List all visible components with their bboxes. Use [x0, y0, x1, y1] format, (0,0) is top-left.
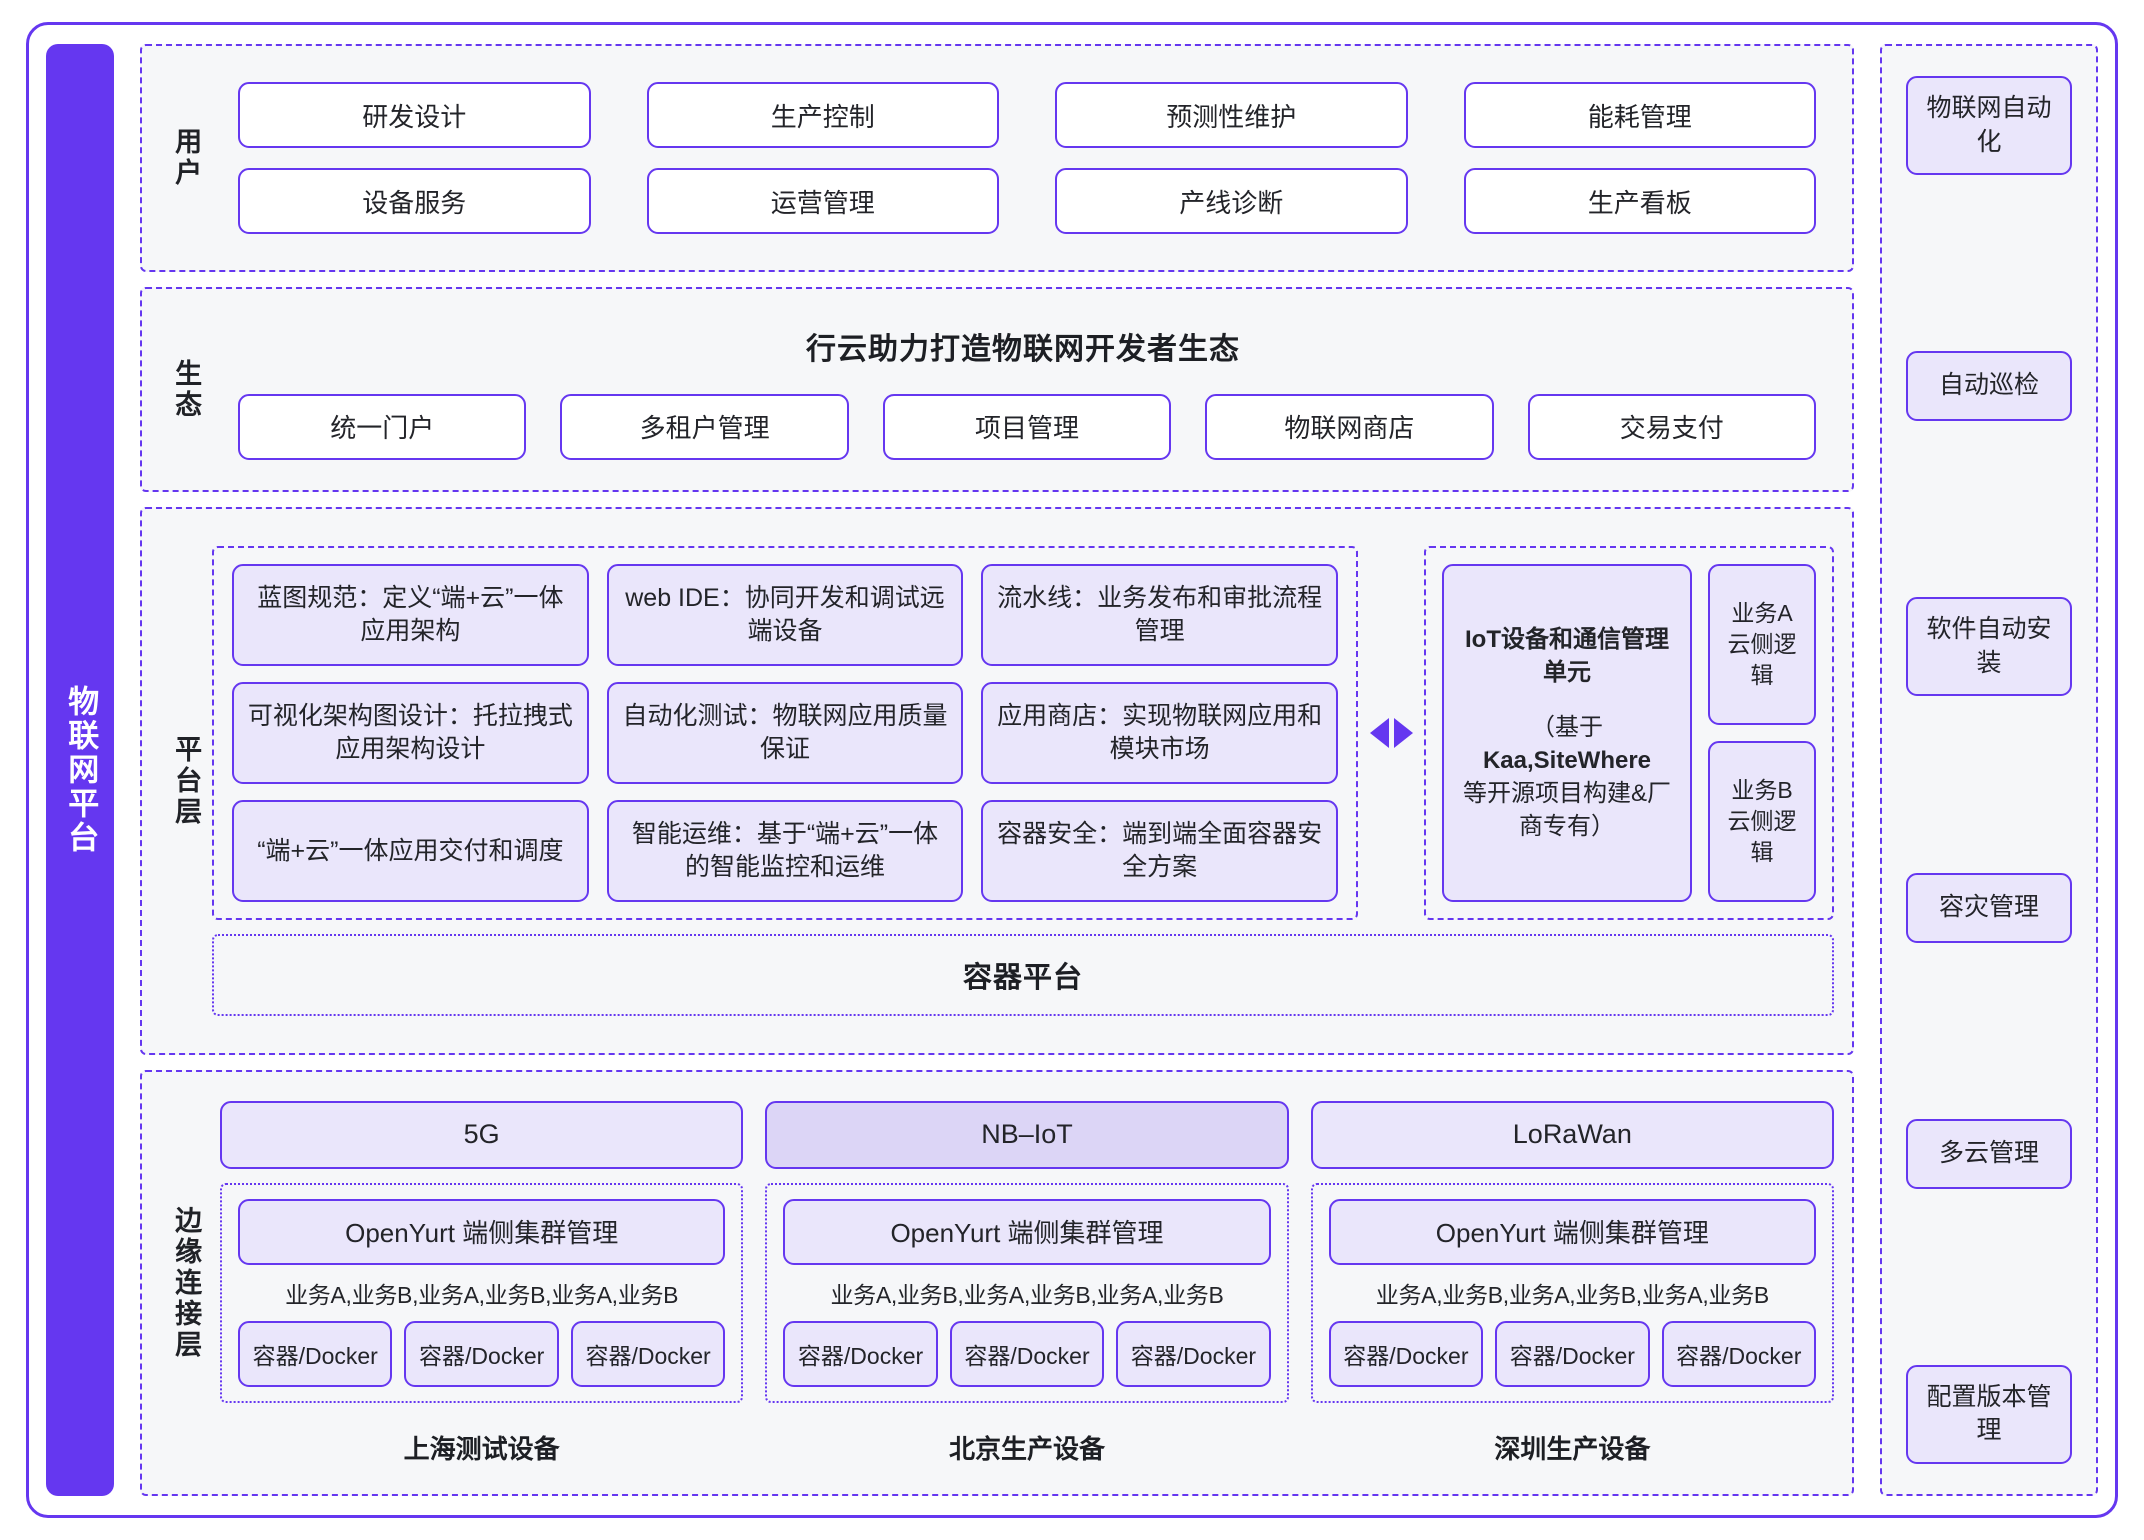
- edge-columns: 5G OpenYurt 端侧集群管理 业务A,业务B,业务A,业务B,业务A,业…: [212, 1100, 1834, 1466]
- cloud-logic-card[interactable]: 业务B云侧逻辑: [1708, 741, 1816, 902]
- ecosystem-title: 行云助力打造物联网开发者生态: [806, 332, 1240, 366]
- container-row: 容器/Docker 容器/Docker 容器/Docker: [1328, 1320, 1816, 1387]
- platform-card[interactable]: 容器安全：端到端全面容器安全方案: [981, 800, 1338, 902]
- iot-unit-subtitle: （基于 Kaa,SiteWhere 等开源项目构建&厂商专有）: [1454, 711, 1680, 843]
- container-card[interactable]: 容器/Docker: [1661, 1320, 1816, 1387]
- ecosystem-item[interactable]: 项目管理: [882, 393, 1172, 460]
- triangle-right-icon: [1393, 718, 1413, 748]
- container-card[interactable]: 容器/Docker: [238, 1320, 393, 1387]
- network-pill[interactable]: LoRaWan: [1310, 1100, 1834, 1169]
- triangle-left-icon: [1369, 718, 1389, 748]
- container-row: 容器/Docker 容器/Docker 容器/Docker: [783, 1320, 1271, 1387]
- right-rail-item[interactable]: 配置版本管理: [1906, 1364, 2072, 1464]
- user-band: 用户 研发设计 生产控制 预测性维护 能耗管理 设备服务 运营管理 产线诊断 生…: [140, 44, 1854, 272]
- ecosystem-items-grid: 统一门户 多租户管理 项目管理 物联网商店 交易支付: [212, 393, 1834, 460]
- user-item[interactable]: 运营管理: [646, 168, 999, 234]
- platform-card[interactable]: 流水线：业务发布和审批流程管理: [981, 564, 1338, 666]
- edge-column: LoRaWan OpenYurt 端侧集群管理 业务A,业务B,业务A,业务B,…: [1310, 1100, 1834, 1466]
- container-card[interactable]: 容器/Docker: [783, 1320, 938, 1387]
- platform-card[interactable]: “端+云”一体应用交付和调度: [232, 800, 589, 902]
- user-items-grid: 研发设计 生产控制 预测性维护 能耗管理 设备服务 运营管理 产线诊断 生产看板: [212, 82, 1834, 234]
- container-card[interactable]: 容器/Docker: [949, 1320, 1105, 1387]
- iot-management-group: IoT设备和通信管理单元 （基于 Kaa,SiteWhere 等开源项目构建&厂…: [1424, 546, 1834, 920]
- iot-unit-sub-post: 等开源项目构建&厂商专有）: [1462, 780, 1671, 841]
- device-box: OpenYurt 端侧集群管理 业务A,业务B,业务A,业务B,业务A,业务B …: [1310, 1182, 1834, 1403]
- openyurt-cluster-pill[interactable]: OpenYurt 端侧集群管理: [238, 1198, 726, 1265]
- user-item[interactable]: 能耗管理: [1463, 82, 1816, 148]
- platform-card[interactable]: 智能运维：基于“端+云”一体的智能监控和运维: [606, 800, 964, 902]
- container-card[interactable]: 容器/Docker: [1328, 1320, 1484, 1387]
- service-list: 业务A,业务B,业务A,业务B,业务A,业务B: [285, 1281, 679, 1308]
- ecosystem-band: 生态 行云助力打造物联网开发者生态 统一门户 多租户管理 项目管理 物联网商店 …: [140, 287, 1854, 492]
- user-item[interactable]: 生产看板: [1463, 168, 1816, 234]
- ecosystem-item[interactable]: 交易支付: [1527, 393, 1816, 460]
- container-card[interactable]: 容器/Docker: [1116, 1320, 1271, 1387]
- device-caption: 北京生产设备: [948, 1433, 1105, 1464]
- openyurt-cluster-pill[interactable]: OpenYurt 端侧集群管理: [1328, 1198, 1816, 1265]
- container-card[interactable]: 容器/Docker: [404, 1320, 559, 1387]
- edge-band-label: 边缘连接层: [171, 1205, 202, 1361]
- platform-band: 平台层 蓝图规范：定义“端+云”一体应用架构 web IDE：协同开发和调试远端…: [140, 507, 1854, 1055]
- left-rail-label: 物联网平台: [63, 685, 99, 855]
- cloud-logic-card[interactable]: 业务A云侧逻辑: [1708, 564, 1816, 725]
- iot-unit-sub-bold: Kaa,SiteWhere: [1482, 747, 1652, 774]
- ecosystem-item[interactable]: 统一门户: [238, 393, 527, 460]
- platform-card[interactable]: 应用商店：实现物联网应用和模块市场: [981, 682, 1338, 784]
- outer-frame: [26, 22, 2118, 1518]
- iot-management-unit[interactable]: IoT设备和通信管理单元 （基于 Kaa,SiteWhere 等开源项目构建&厂…: [1442, 564, 1692, 902]
- iot-unit-title: IoT设备和通信管理单元: [1465, 625, 1669, 686]
- service-list: 业务A,业务B,业务A,业务B,业务A,业务B: [830, 1281, 1224, 1308]
- user-band-label: 用户: [171, 127, 202, 189]
- edge-column: 5G OpenYurt 端侧集群管理 业务A,业务B,业务A,业务B,业务A,业…: [220, 1100, 744, 1466]
- right-rail-item[interactable]: 容灾管理: [1906, 872, 2072, 943]
- user-item[interactable]: 设备服务: [238, 168, 591, 234]
- user-item[interactable]: 研发设计: [238, 82, 591, 148]
- device-box: OpenYurt 端侧集群管理 业务A,业务B,业务A,业务B,业务A,业务B …: [220, 1182, 744, 1403]
- right-rail-item[interactable]: 多云管理: [1906, 1118, 2072, 1189]
- device-box: OpenYurt 端侧集群管理 业务A,业务B,业务A,业务B,业务A,业务B …: [765, 1182, 1289, 1403]
- bidirectional-connector: [1358, 546, 1424, 920]
- user-item[interactable]: 预测性维护: [1055, 82, 1408, 148]
- platform-band-label: 平台层: [171, 734, 202, 828]
- ecosystem-item[interactable]: 物联网商店: [1205, 393, 1494, 460]
- user-item[interactable]: 生产控制: [646, 82, 999, 148]
- right-rail-item[interactable]: 软件自动安装: [1906, 597, 2072, 697]
- ecosystem-item[interactable]: 多租户管理: [560, 393, 849, 460]
- platform-card[interactable]: web IDE：协同开发和调试远端设备: [606, 564, 964, 666]
- platform-card[interactable]: 可视化架构图设计：托拉拽式应用架构设计: [232, 682, 589, 784]
- platform-card[interactable]: 蓝图规范：定义“端+云”一体应用架构: [232, 564, 589, 666]
- container-platform-bar[interactable]: 容器平台: [212, 934, 1834, 1016]
- container-card[interactable]: 容器/Docker: [570, 1320, 726, 1387]
- user-item[interactable]: 产线诊断: [1055, 168, 1408, 234]
- service-list: 业务A,业务B,业务A,业务B,业务A,业务B: [1375, 1281, 1769, 1308]
- device-caption: 上海测试设备: [403, 1433, 560, 1464]
- edge-band: 边缘连接层 5G OpenYurt 端侧集群管理 业务A,业务B,业务A,业务B…: [140, 1070, 1854, 1496]
- edge-column: NB–IoT OpenYurt 端侧集群管理 业务A,业务B,业务A,业务B,业…: [765, 1100, 1289, 1466]
- container-row: 容器/Docker 容器/Docker 容器/Docker: [238, 1320, 726, 1387]
- left-rail-iot-platform: 物联网平台: [46, 44, 114, 1496]
- ecosystem-band-label: 生态: [171, 358, 202, 421]
- iot-unit-sub-pre: （基于: [1531, 713, 1603, 741]
- network-pill[interactable]: 5G: [220, 1100, 744, 1169]
- center-column: 用户 研发设计 生产控制 预测性维护 能耗管理 设备服务 运营管理 产线诊断 生…: [140, 44, 1854, 1496]
- device-caption: 深圳生产设备: [1494, 1433, 1651, 1464]
- container-card[interactable]: 容器/Docker: [1495, 1320, 1650, 1387]
- platform-capability-group: 蓝图规范：定义“端+云”一体应用架构 web IDE：协同开发和调试远端设备 流…: [212, 546, 1358, 920]
- right-rail-item[interactable]: 自动巡检: [1906, 351, 2072, 422]
- right-rail-operations: 物联网自动化 自动巡检 软件自动安装 容灾管理 多云管理 配置版本管理: [1880, 44, 2098, 1496]
- network-pill[interactable]: NB–IoT: [765, 1100, 1289, 1169]
- cloud-logic-column: 业务A云侧逻辑 业务B云侧逻辑: [1708, 564, 1816, 902]
- platform-card[interactable]: 自动化测试：物联网应用质量保证: [606, 682, 964, 784]
- platform-cards-grid: 蓝图规范：定义“端+云”一体应用架构 web IDE：协同开发和调试远端设备 流…: [232, 564, 1338, 902]
- openyurt-cluster-pill[interactable]: OpenYurt 端侧集群管理: [783, 1198, 1271, 1265]
- right-rail-item[interactable]: 物联网自动化: [1906, 76, 2072, 175]
